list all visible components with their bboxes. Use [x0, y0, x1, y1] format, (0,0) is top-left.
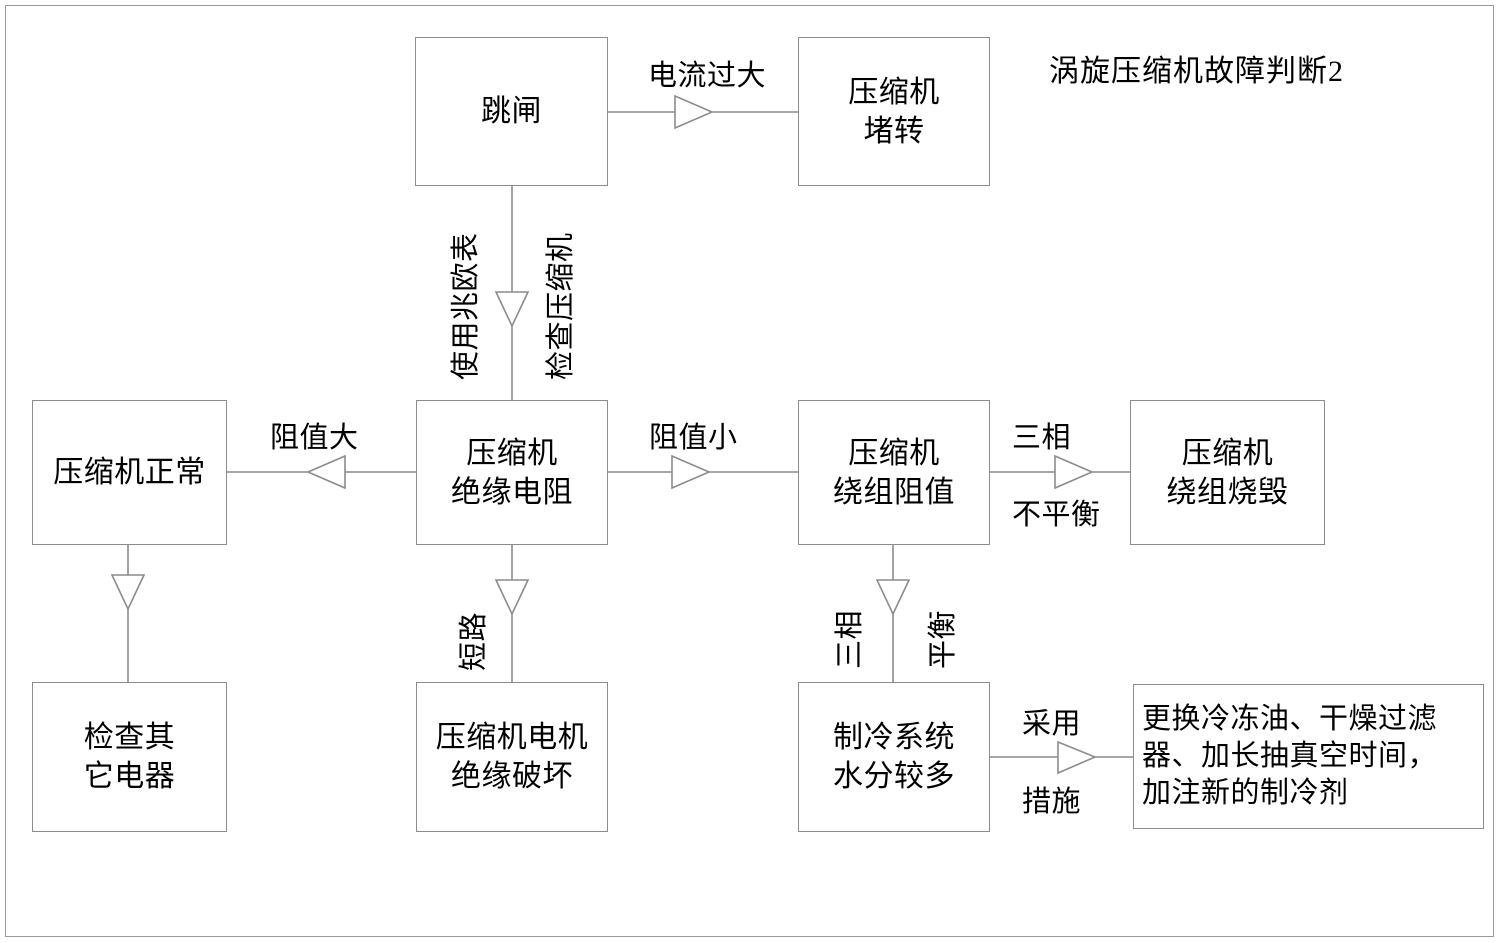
node-insulation-resistance[interactable]: 压缩机 绝缘电阻	[416, 400, 608, 545]
edge-label-unbalanced: 不平衡	[1012, 499, 1101, 531]
edge-label-adopt: 采用	[1022, 708, 1082, 740]
edge-label-resistance-low: 阻值小	[649, 422, 738, 454]
node-trip[interactable]: 跳闸	[415, 37, 608, 186]
node-check-other-appliances[interactable]: 检查其 它电器	[32, 682, 227, 832]
node-system-moisture[interactable]: 制冷系统 水分较多	[798, 682, 990, 832]
node-remedy-measures[interactable]: 更换冷冻油、干燥过滤 器、加长抽真空时间， 加注新的制冷剂	[1133, 684, 1484, 829]
node-motor-insulation-damage[interactable]: 压缩机电机 绝缘破坏	[416, 682, 608, 832]
node-winding-resistance[interactable]: 压缩机 绕组阻值	[798, 400, 990, 545]
outer-frame	[5, 5, 1494, 937]
node-winding-burned[interactable]: 压缩机 绕组烧毁	[1130, 400, 1325, 545]
node-compressor-stall[interactable]: 压缩机 堵转	[798, 37, 990, 186]
edge-label-balanced: 平衡	[927, 609, 959, 669]
edge-label-check-compressor: 检查压缩机	[545, 232, 577, 380]
edge-label-over-current: 电流过大	[648, 60, 767, 92]
edge-label-use-megohmmeter: 使用兆欧表	[450, 232, 482, 380]
edge-label-three-phase-vertical: 三相	[834, 609, 866, 669]
page-title: 涡旋压缩机故障判断2	[1049, 55, 1344, 88]
node-compressor-normal[interactable]: 压缩机正常	[32, 400, 227, 545]
edge-label-three-phase: 三相	[1012, 422, 1072, 454]
edge-label-short-circuit: 短路	[458, 611, 490, 671]
edge-label-measure: 措施	[1022, 786, 1082, 818]
edge-label-resistance-high: 阻值大	[270, 422, 359, 454]
